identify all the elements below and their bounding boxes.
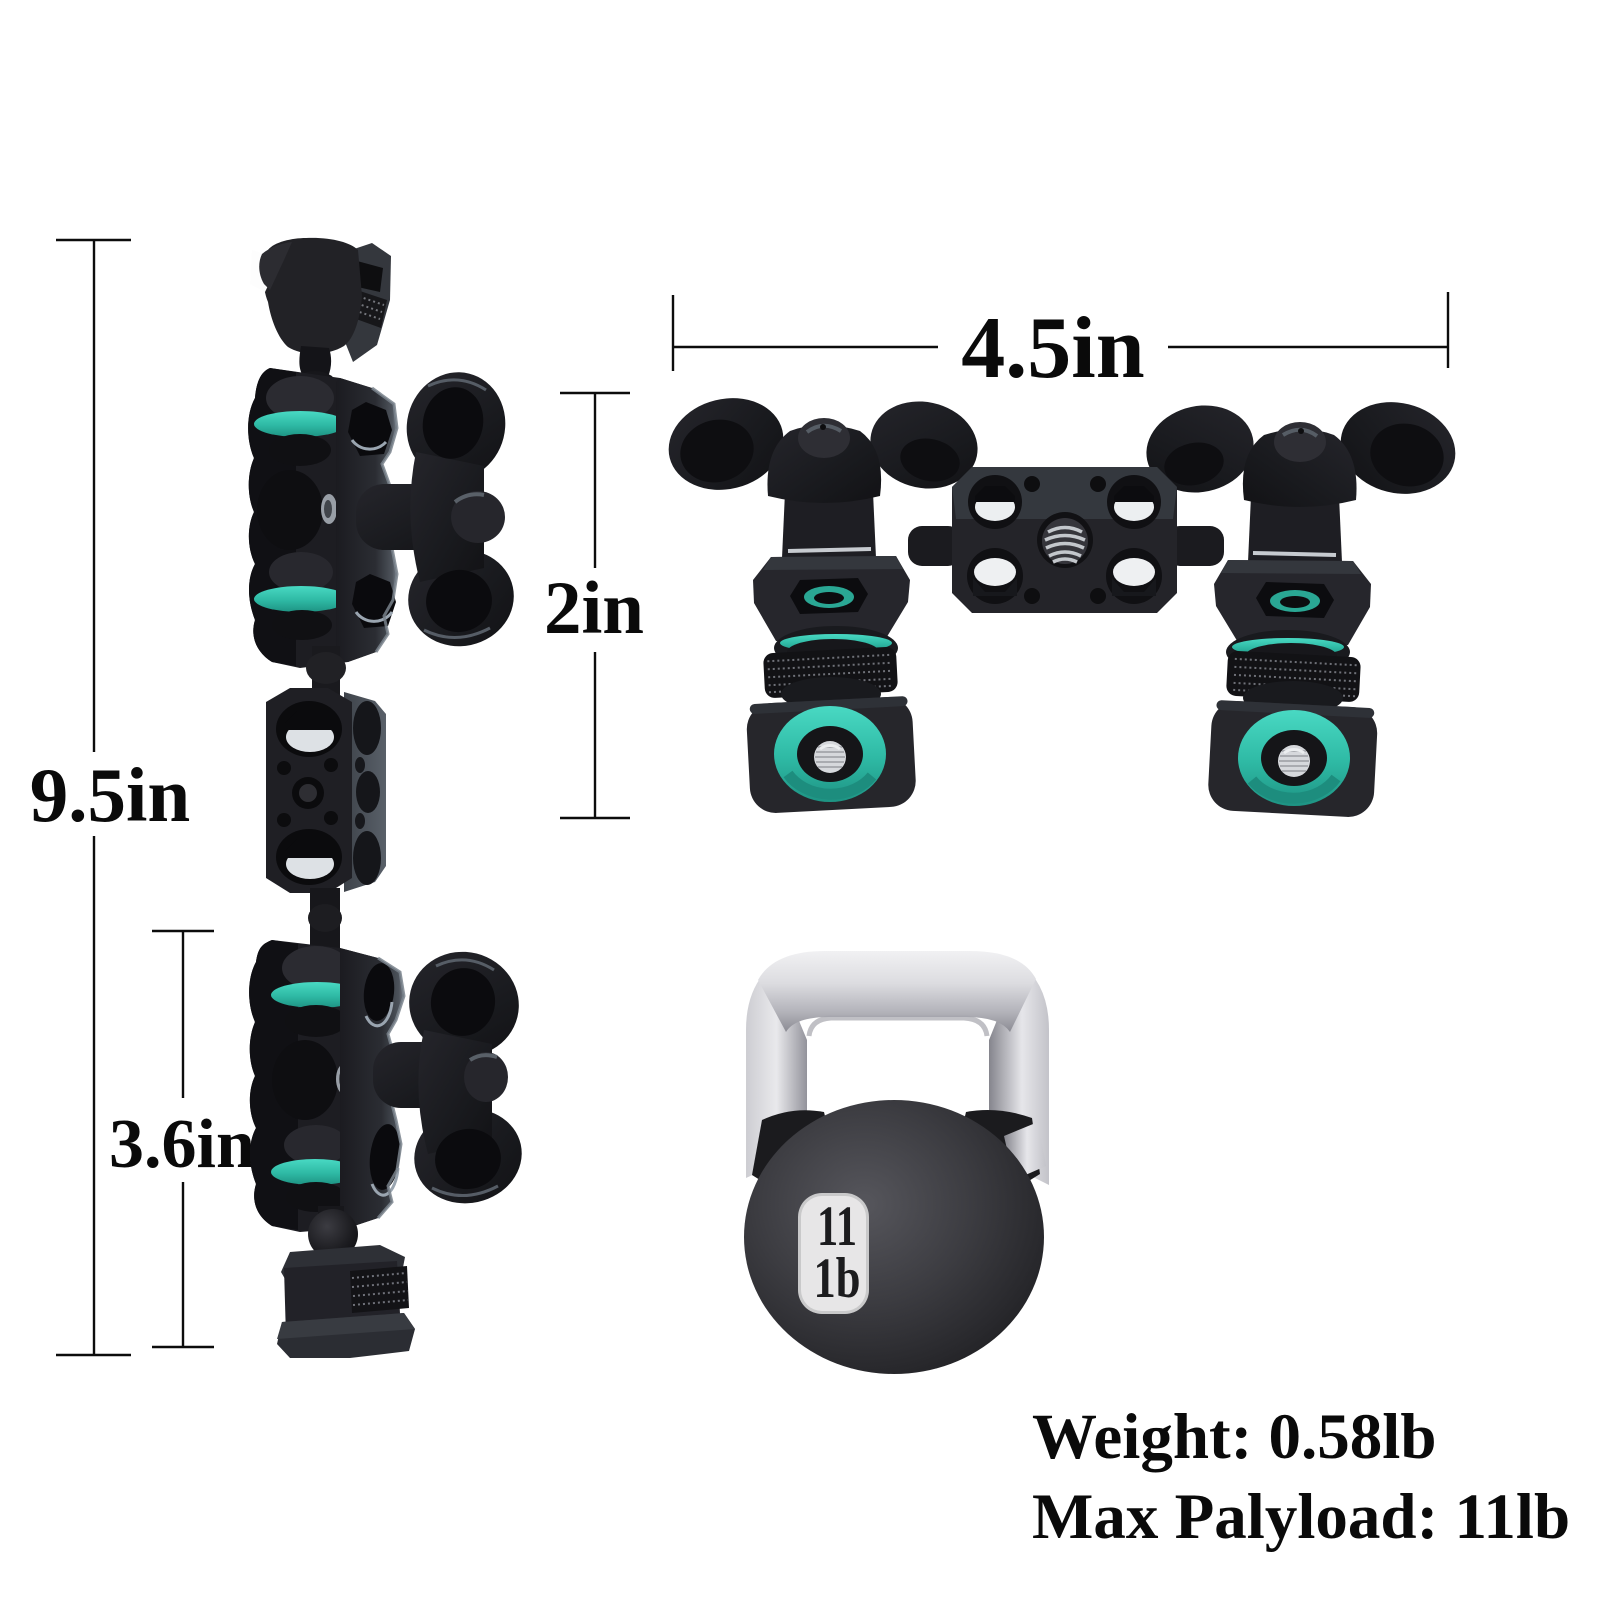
svg-text:1b: 1b [814, 1247, 861, 1310]
svg-text:3.6in: 3.6in [109, 1106, 255, 1183]
svg-text:2in: 2in [544, 567, 644, 650]
svg-text:Max Palyload: 11lb: Max Palyload: 11lb [1032, 1481, 1570, 1553]
svg-text:9.5in: 9.5in [30, 752, 190, 838]
svg-text:4.5in: 4.5in [961, 300, 1144, 397]
svg-text:11: 11 [817, 1195, 857, 1258]
svg-text:Weight: 0.58lb: Weight: 0.58lb [1032, 1401, 1436, 1473]
